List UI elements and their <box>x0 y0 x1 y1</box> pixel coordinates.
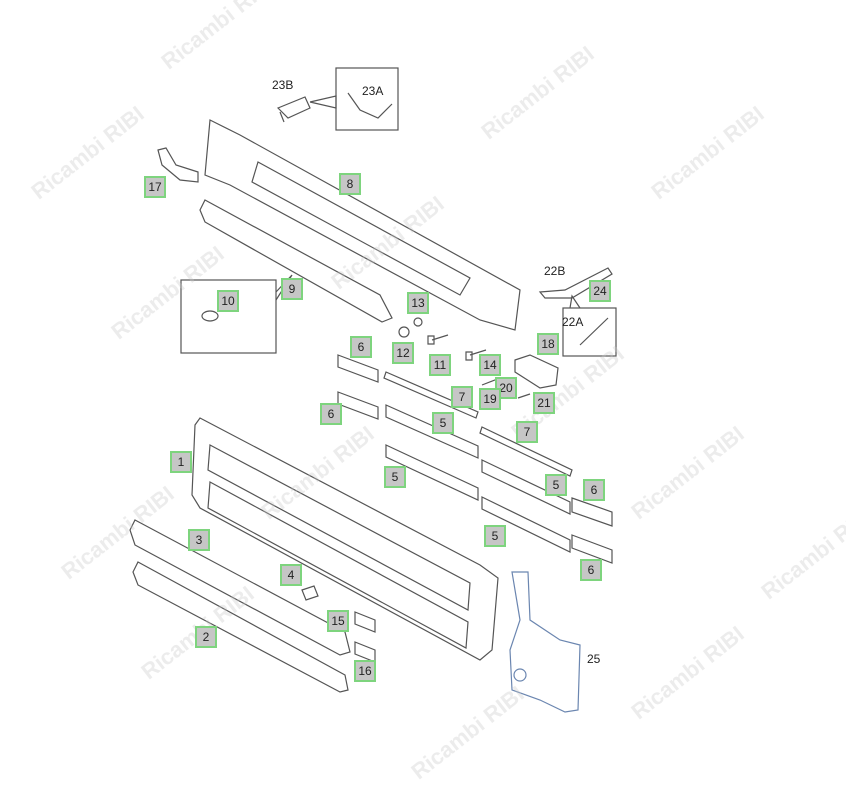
callout-11: 11 <box>429 354 451 376</box>
strip-7a <box>383 371 479 419</box>
callout-19: 19 <box>479 388 501 410</box>
detail-box-23a <box>335 67 399 131</box>
callout-4: 4 <box>280 564 302 586</box>
bolt-11 <box>427 334 449 345</box>
trim-2 <box>132 561 349 693</box>
callout-14: 14 <box>479 354 501 376</box>
upper-panel-8 <box>204 119 521 331</box>
detail-box-10 <box>180 279 277 354</box>
grille-opening-upper <box>207 444 471 611</box>
callout-15: 15 <box>327 610 349 632</box>
callout-23a: 23A <box>362 84 384 98</box>
callout-8: 8 <box>339 173 361 195</box>
grille-opening-lower <box>207 481 469 649</box>
callout-1: 1 <box>170 451 192 473</box>
trim-strip-9 <box>199 199 393 323</box>
callout-6: 6 <box>350 336 372 358</box>
callout-23b: 23B <box>272 78 294 92</box>
detail-pointer-23a <box>309 95 337 109</box>
callout-17: 17 <box>144 176 166 198</box>
callout-5: 5 <box>545 474 567 496</box>
bolt-14 <box>465 349 487 361</box>
callout-10: 10 <box>217 290 239 312</box>
insert-15 <box>354 611 376 633</box>
strip-7b <box>479 426 573 477</box>
callout-7: 7 <box>516 421 538 443</box>
bracket-22b <box>538 267 613 299</box>
callout-24: 24 <box>589 280 611 302</box>
callout-6: 6 <box>583 479 605 501</box>
callout-9: 9 <box>281 278 303 300</box>
bracket-18 <box>514 354 559 389</box>
callout-12: 12 <box>392 342 414 364</box>
bracket-23b <box>276 96 311 123</box>
callout-22a: 22A <box>562 315 584 329</box>
clip-10 <box>201 310 219 322</box>
strip-6a <box>337 354 379 383</box>
callout-25: 25 <box>587 652 601 666</box>
nut-12 <box>398 326 410 338</box>
insert-16 <box>354 641 376 663</box>
trim-3 <box>129 519 351 656</box>
bracket-17 <box>157 147 199 183</box>
bracket-25-hole <box>513 668 527 682</box>
strip-5d <box>481 496 571 553</box>
rod-22a <box>579 317 609 346</box>
grille-1 <box>191 417 499 661</box>
callout-5: 5 <box>484 525 506 547</box>
callout-18: 18 <box>537 333 559 355</box>
callout-6: 6 <box>320 403 342 425</box>
washer-13 <box>413 317 423 327</box>
callout-22b: 22B <box>544 264 566 278</box>
upper-panel-slot <box>251 161 471 296</box>
callout-16: 16 <box>354 660 376 682</box>
strip-6c <box>571 497 613 527</box>
strip-6b <box>337 391 379 420</box>
callout-6: 6 <box>580 559 602 581</box>
clip-4 <box>301 585 319 601</box>
strip-5c <box>481 459 571 515</box>
callout-7: 7 <box>451 386 473 408</box>
detail-box-22a <box>562 307 617 357</box>
bracket-25 <box>509 571 581 713</box>
bracket-23a <box>347 92 393 119</box>
callout-3: 3 <box>188 529 210 551</box>
strip-6d <box>571 534 613 564</box>
callout-5: 5 <box>384 466 406 488</box>
screw-21 <box>517 393 531 399</box>
callout-2: 2 <box>195 626 217 648</box>
callout-5: 5 <box>432 412 454 434</box>
strip-5b <box>385 444 479 501</box>
callout-13: 13 <box>407 292 429 314</box>
detail-pointer-22a <box>569 294 581 309</box>
callout-21: 21 <box>533 392 555 414</box>
